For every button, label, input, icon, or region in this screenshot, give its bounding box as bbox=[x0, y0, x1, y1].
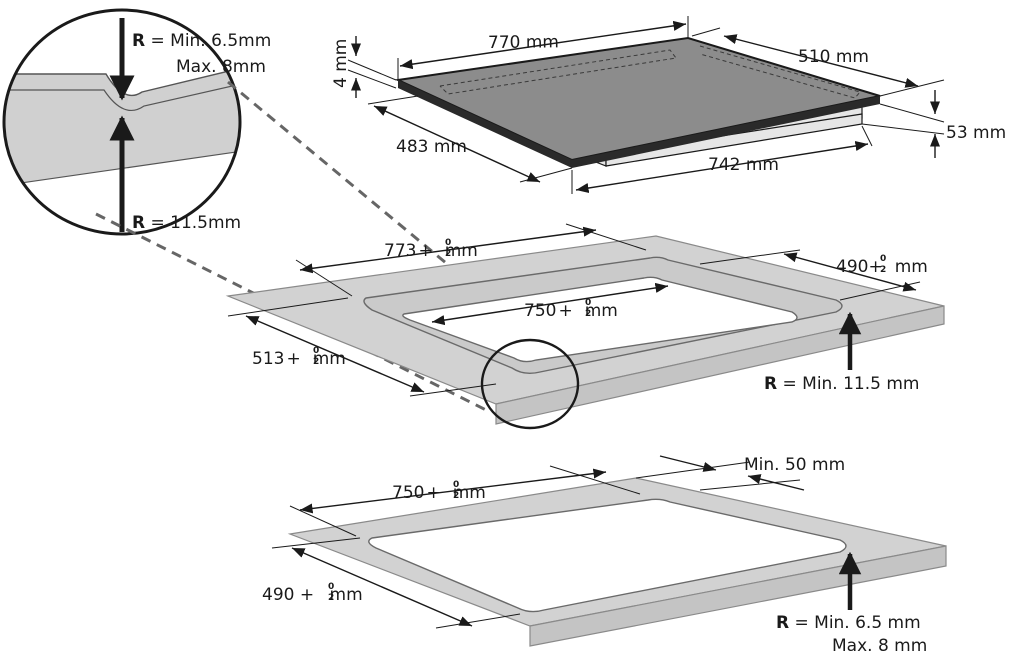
hob-base-depth-label: 483 mm bbox=[396, 137, 467, 157]
hob-drawing: 770 mm 510 mm 4 mm 53 mm 483 mm 742 mm bbox=[331, 16, 1006, 194]
cutout-a-outer-width-tol-bottom: 2 bbox=[445, 249, 451, 259]
cutout-a-inner-depth-tol-top: 0 bbox=[880, 254, 886, 264]
detail-circle bbox=[2, 8, 242, 236]
detail-r-top-line1: R = Min. 6.5mm bbox=[132, 31, 271, 51]
cutout-a-inner-width-tol-bottom: 2 bbox=[585, 309, 591, 319]
cutout-a-outer-width: 773+mm bbox=[384, 241, 478, 261]
cutout-b-corner-line1: R = Min. 6.5 mm bbox=[776, 613, 921, 633]
hob-depth-label: 510 mm bbox=[798, 47, 869, 67]
cutout-b-depth-tol-bottom: 2 bbox=[328, 593, 334, 603]
cutout-b-width: 750+mm bbox=[392, 483, 486, 503]
hob-height-label: 53 mm bbox=[946, 123, 1006, 143]
detail-r-top-line2: Max. 8mm bbox=[176, 57, 266, 77]
cutout-b-width-tol-top: 0 bbox=[453, 480, 459, 490]
cutout-a-outer-depth-tol-top: 0 bbox=[313, 346, 319, 356]
cutout-a-outer-depth: 513+mm bbox=[252, 349, 346, 369]
cutout-a-inner-depth-tol-bottom: 2 bbox=[880, 265, 886, 275]
cutout-b-depth-tol-top: 0 bbox=[328, 582, 334, 592]
cutout-b-depth: 490 + mm bbox=[262, 585, 363, 605]
cutout-b-width-tol-bottom: 2 bbox=[453, 491, 459, 501]
hob-width-label: 770 mm bbox=[488, 32, 559, 53]
hob-thickness-label: 4 mm bbox=[331, 39, 351, 88]
cutout-b-min-edge: Min. 50 mm bbox=[744, 455, 845, 475]
cutout-a-inner-width: 750+mm bbox=[524, 301, 618, 321]
cutout-a-corner-radius: R = Min. 11.5 mm bbox=[764, 374, 920, 394]
cutout-a-outer-depth-tol-bottom: 2 bbox=[313, 357, 319, 367]
hob-base-width-label: 742 mm bbox=[708, 155, 779, 175]
cutout-with-recess: 773+mm 0 2 490+mm 0 2 750+mm 0 2 513+mm … bbox=[225, 223, 945, 430]
corner-detail: R = Min. 6.5mm Max. 8mm R = 11.5mm bbox=[2, 8, 547, 412]
cutout-b-corner-line2: Max. 8 mm bbox=[832, 636, 927, 656]
cutout-flush: 750+mm 0 2 Min. 50 mm 490 + mm 0 2 R = M… bbox=[262, 455, 947, 656]
cutout-a-inner-width-tol-top: 0 bbox=[585, 298, 591, 308]
worktop-a-front bbox=[495, 305, 945, 425]
cutout-a-outer-width-tol-top: 0 bbox=[445, 238, 451, 248]
cutout-a-inner-depth: 490+mm bbox=[836, 257, 928, 277]
cutout-a-corner-highlight bbox=[480, 338, 580, 430]
detail-r-bottom: R = 11.5mm bbox=[132, 213, 241, 233]
